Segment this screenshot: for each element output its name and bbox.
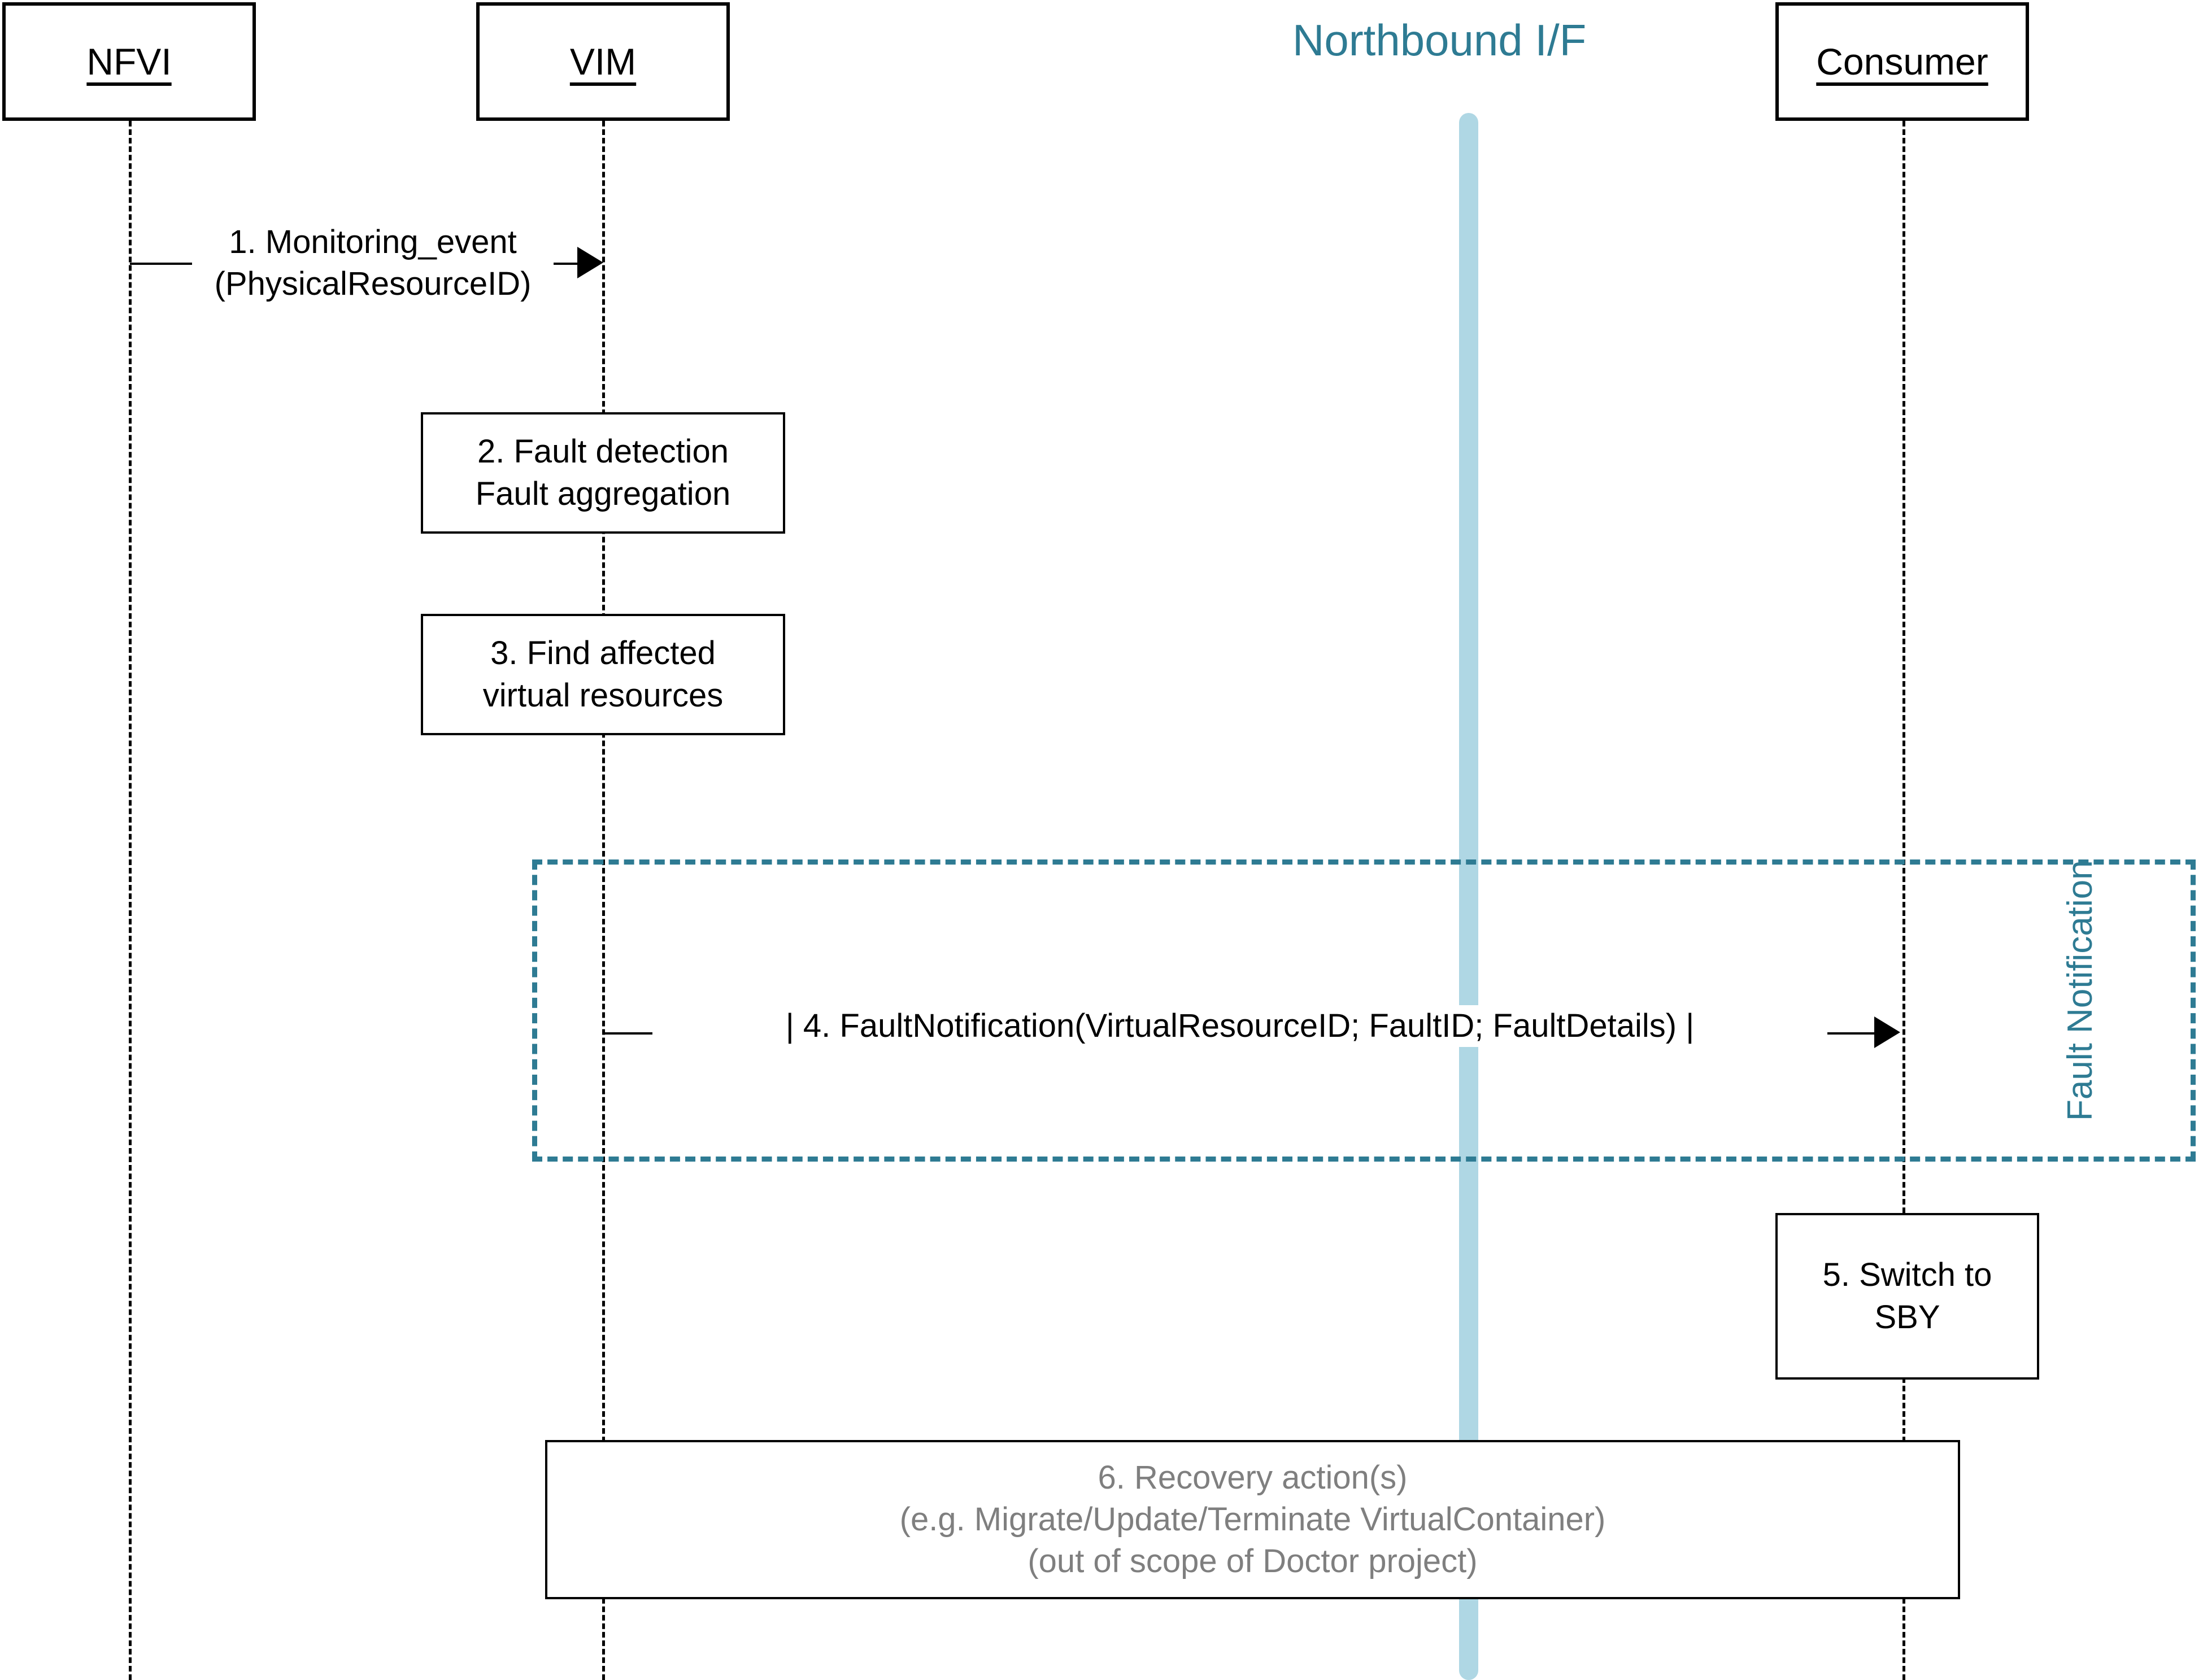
participant-label-vim: VIM [569, 41, 637, 82]
message-label-4[interactable]: | 4. FaultNotification(VirtualResourceID… [652, 1005, 1827, 1048]
participant-label-consumer: Consumer [1816, 41, 1988, 82]
action-box-3-find-affected-resources[interactable]: 3. Find affected virtual resources [421, 614, 785, 735]
message-label-1-line-2: (PhysicalResourceID) [214, 265, 532, 303]
lifeline-vim [602, 121, 605, 1680]
lifeline-consumer [1902, 121, 1905, 1680]
participant-box-consumer[interactable]: Consumer [1775, 2, 2029, 121]
action-box-2-fault-detection[interactable]: 2. Fault detection Fault aggregation [421, 412, 785, 534]
action-box-5-switch-to-sby[interactable]: 5. Switch to SBY [1775, 1213, 2039, 1380]
northbound-interface-bar [1459, 113, 1478, 1680]
action-box-3-line-1: 3. Find affected [490, 635, 716, 672]
action-box-5-line-1: 5. Switch to [1822, 1256, 1992, 1294]
action-box-3-line-2: virtual resources [482, 677, 724, 714]
participant-box-nfvi[interactable]: NFVI [2, 2, 256, 121]
action-box-5-line-2: SBY [1874, 1298, 1940, 1336]
message-arrowhead-4 [1874, 1016, 1900, 1048]
participant-box-vim[interactable]: VIM [476, 2, 730, 121]
message-label-4-line-1: | 4. FaultNotification(VirtualResourceID… [785, 1007, 1695, 1044]
fragment-label-fault-notification: Fault Notification [2061, 860, 2100, 1121]
message-label-1[interactable]: 1. Monitoring_event (PhysicalResourceID) [192, 221, 554, 306]
participant-label-nfvi: NFVI [86, 41, 172, 82]
action-box-6-line-1: 6. Recovery action(s) [1098, 1459, 1408, 1496]
action-box-2-line-1: 2. Fault detection [477, 433, 729, 470]
message-label-1-line-1: 1. Monitoring_event [229, 224, 517, 260]
lifeline-nfvi [129, 121, 132, 1680]
northbound-interface-title: Northbound I/F [1292, 15, 1587, 65]
action-box-6-line-3: (out of scope of Doctor project) [1028, 1543, 1478, 1580]
action-box-6-recovery-actions[interactable]: 6. Recovery action(s) (e.g. Migrate/Upda… [545, 1440, 1960, 1599]
fragment-fault-notification[interactable] [532, 859, 2196, 1162]
action-box-2-line-2: Fault aggregation [475, 475, 731, 512]
message-arrowhead-1 [577, 247, 603, 278]
action-box-6-line-2: (e.g. Migrate/Update/Terminate VirtualCo… [899, 1500, 1606, 1538]
